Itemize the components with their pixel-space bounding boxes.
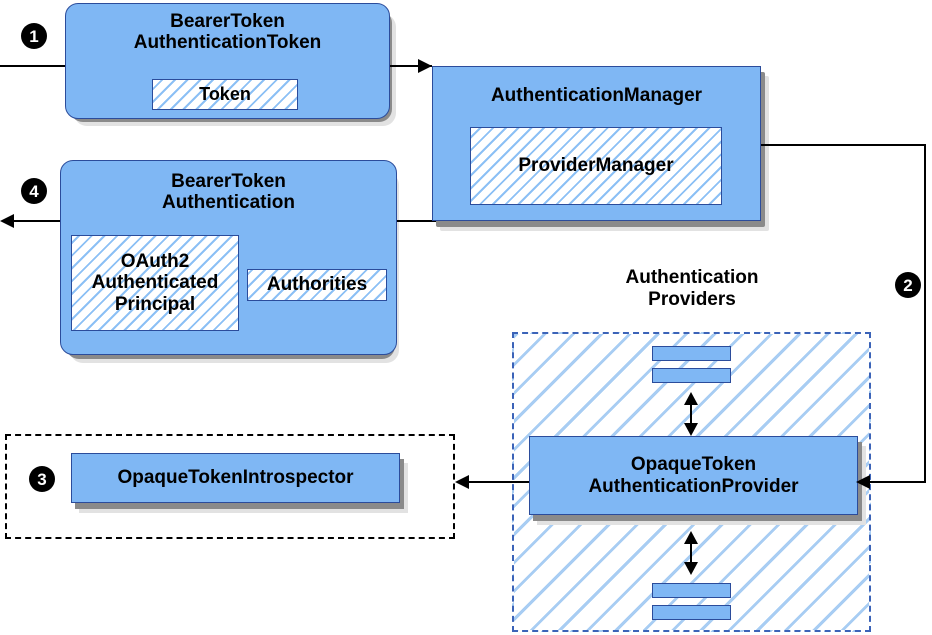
- provider-chain-line-bottom: [690, 537, 692, 569]
- opaque-token-authentication-provider-title-line2: AuthenticationProvider: [588, 475, 799, 497]
- provider-chain-arrowhead-bottom-up: [684, 531, 698, 544]
- step-marker-3: 3: [29, 466, 55, 492]
- token-to-manager-arrowhead: [418, 59, 432, 73]
- step-marker-2: 2: [895, 272, 921, 298]
- manager-to-provider-line-top: [761, 144, 926, 146]
- provider-to-introspector-line: [467, 481, 529, 483]
- node-provider-manager[interactable]: ProviderManager: [470, 127, 722, 205]
- bearer-token-authentication-title-line1: BearerToken: [171, 171, 286, 192]
- node-opaque-token-authentication-provider[interactable]: OpaqueToken AuthenticationProvider: [529, 436, 858, 515]
- collapsed-provider-bar-top-1: [652, 346, 731, 361]
- oauth2-authenticated-principal-line1: OAuth2: [120, 251, 190, 273]
- step-marker-1: 1: [21, 23, 47, 49]
- manager-to-provider-arrowhead: [856, 475, 870, 489]
- provider-chain-arrowhead-top-up: [684, 392, 698, 405]
- manager-to-authentication-line: [396, 220, 436, 222]
- node-token[interactable]: Token: [152, 79, 298, 110]
- inbound-request-line: [0, 65, 68, 67]
- provider-manager-label: ProviderManager: [518, 155, 674, 177]
- provider-chain-line-top: [690, 398, 692, 430]
- group-opaque-token-introspector: [5, 434, 455, 539]
- authentication-providers-caption-line2: Providers: [648, 288, 736, 310]
- oauth2-authenticated-principal-line3: Principal: [114, 293, 196, 315]
- step-marker-4: 4: [21, 178, 47, 204]
- node-authorities[interactable]: Authorities: [247, 269, 387, 301]
- bearer-token-authentication-token-title-line1: BearerToken: [170, 11, 285, 32]
- authorities-label: Authorities: [266, 274, 368, 296]
- authentication-manager-title: AuthenticationManager: [490, 85, 703, 106]
- collapsed-provider-bar-top-2: [652, 368, 731, 383]
- authentication-providers-caption: Authentication Providers: [572, 267, 812, 311]
- node-oauth2-authenticated-principal[interactable]: OAuth2 Authenticated Principal: [71, 235, 239, 331]
- oauth2-authenticated-principal-line2: Authenticated: [91, 272, 219, 294]
- bearer-token-authentication-title-line2: Authentication: [162, 192, 295, 214]
- token-label: Token: [199, 84, 251, 105]
- opaque-token-authentication-provider-title-line1: OpaqueToken: [630, 454, 757, 476]
- outbound-authentication-line: [12, 220, 70, 222]
- opaque-token-introspector-title: OpaqueTokenIntrospector: [117, 467, 354, 489]
- collapsed-provider-bar-bottom-2: [652, 605, 731, 620]
- bearer-token-authentication-token-title-line2: AuthenticationToken: [133, 32, 322, 54]
- collapsed-provider-bar-bottom-1: [652, 583, 731, 598]
- outbound-authentication-arrowhead: [0, 214, 14, 228]
- provider-to-introspector-arrowhead: [455, 475, 469, 489]
- node-opaque-token-introspector[interactable]: OpaqueTokenIntrospector: [71, 453, 400, 503]
- provider-chain-arrowhead-bottom-down: [684, 562, 698, 575]
- provider-chain-arrowhead-top-down: [684, 423, 698, 436]
- token-to-manager-line: [390, 65, 432, 67]
- authentication-providers-caption-line1: Authentication: [625, 267, 759, 288]
- manager-to-provider-line-bottom: [868, 481, 926, 483]
- manager-to-provider-line-vertical: [924, 144, 926, 483]
